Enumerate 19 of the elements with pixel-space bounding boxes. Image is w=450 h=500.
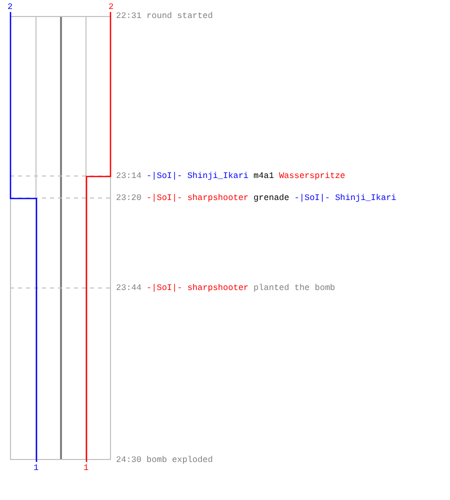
timestamp: 24:30 xyxy=(116,455,142,465)
weapon-name: grenade xyxy=(254,193,290,203)
player-count: 1 xyxy=(33,463,39,473)
event-text: round started xyxy=(146,11,213,21)
weapon-name: m4a1 xyxy=(254,171,274,181)
timestamp: 23:20 xyxy=(116,193,142,203)
player-count: 2 xyxy=(108,2,114,12)
player-name: -|SoI|- Shinji_Ikari xyxy=(294,193,396,203)
player-name: Wasserspritze xyxy=(278,171,346,181)
event-text: planted the bomb xyxy=(254,283,336,293)
timestamp: 23:14 xyxy=(116,171,142,181)
event-text: bomb exploded xyxy=(146,455,213,465)
player-name: -|SoI|- sharpshooter xyxy=(146,193,249,203)
timestamp: 22:31 xyxy=(116,11,142,21)
player-name: -|SoI|- sharpshooter xyxy=(146,283,249,293)
player-count: 2 xyxy=(7,2,13,12)
player-name: -|SoI|- Shinji_Ikari xyxy=(146,171,249,181)
player-count: 1 xyxy=(83,463,89,473)
timestamp: 23:44 xyxy=(116,283,142,293)
